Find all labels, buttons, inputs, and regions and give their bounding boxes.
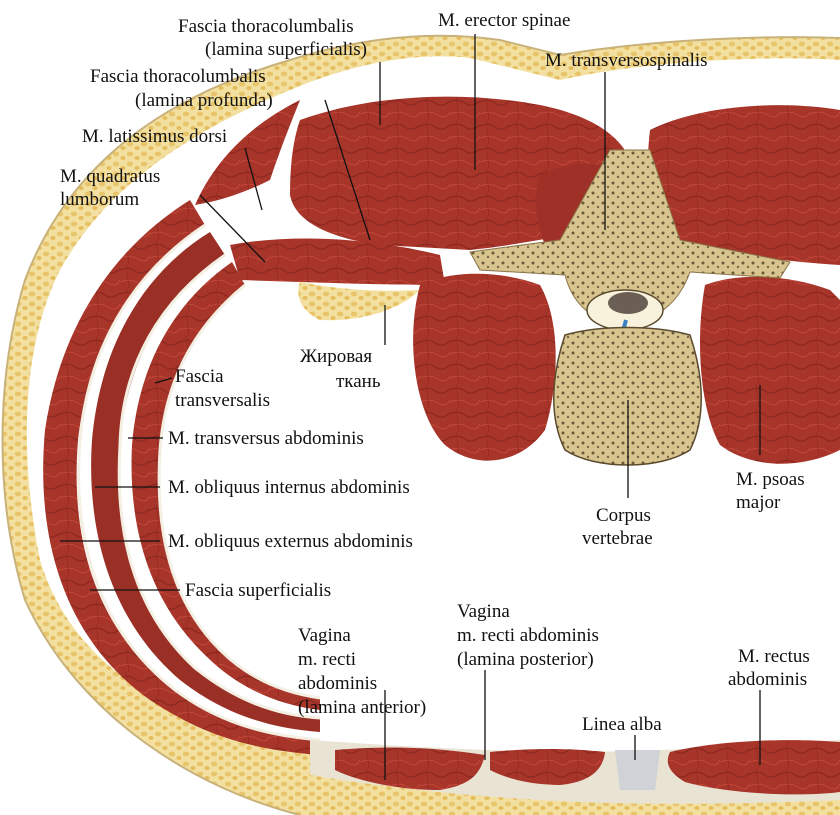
label-fascia-superficialis: Fascia superficialis <box>185 580 331 601</box>
label-psoas: major <box>736 492 781 513</box>
label-fascia-tl-prof: Fascia thoracolumbalis <box>90 66 266 87</box>
psoas-right <box>700 277 840 464</box>
label-corpus: vertebrae <box>582 528 653 549</box>
label-obliquus-externus: M. obliquus externus abdominis <box>168 531 413 552</box>
label-quadratus: lumborum <box>60 189 139 210</box>
label-latissimus: M. latissimus dorsi <box>82 126 227 147</box>
spinal-cord <box>608 292 648 314</box>
label-obliquus-internus: M. obliquus internus abdominis <box>168 477 410 498</box>
label-fascia-tl-sup: (lamina superficialis) <box>205 39 367 60</box>
label-fascia-tl-prof: (lamina profunda) <box>135 90 273 111</box>
label-fascia-transversalis: transversalis <box>175 390 270 411</box>
psoas-left <box>413 274 556 461</box>
label-vagina-posterior: Vagina <box>457 601 510 622</box>
label-vagina-posterior: (lamina posterior) <box>457 649 594 670</box>
label-linea-alba: Linea alba <box>582 714 662 735</box>
deep-fat <box>298 282 420 320</box>
label-vagina-anterior: abdominis <box>298 673 377 694</box>
label-vagina-anterior: m. recti <box>298 649 356 670</box>
label-fascia-transversalis: Fascia <box>175 366 224 387</box>
label-transversus: M. transversus abdominis <box>168 428 364 449</box>
label-transversospinalis: M. transversospinalis <box>545 50 708 71</box>
label-rectus-abdominis: abdominis <box>728 669 807 690</box>
label-rectus-abdominis: M. rectus <box>738 646 810 667</box>
label-erector-spinae: M. erector spinae <box>438 10 570 31</box>
label-vagina-anterior: (lamina anterior) <box>298 697 426 718</box>
label-vagina-posterior: m. recti abdominis <box>457 625 599 646</box>
label-fascia-tl-sup: Fascia thoracolumbalis <box>178 16 354 37</box>
label-fat: Жировая <box>300 346 372 367</box>
label-fat: ткань <box>336 371 381 392</box>
label-quadratus: M. quadratus <box>60 166 160 187</box>
linea-alba-shape <box>615 750 660 790</box>
label-vagina-anterior: Vagina <box>298 625 351 646</box>
label-psoas: M. psoas <box>736 469 805 490</box>
label-corpus: Corpus <box>596 505 651 526</box>
